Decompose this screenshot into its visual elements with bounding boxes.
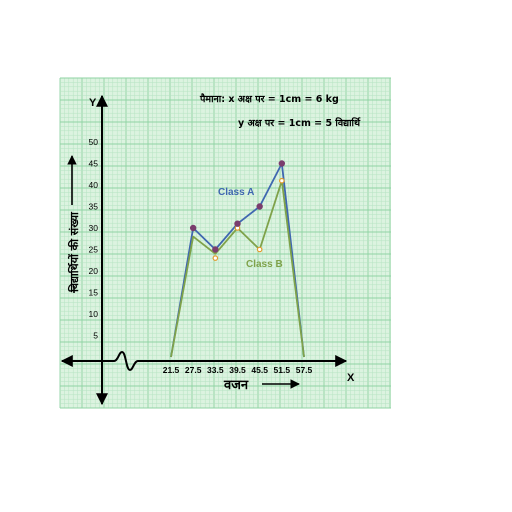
axes bbox=[60, 94, 348, 406]
y-axis-letter: Y bbox=[89, 97, 97, 109]
data-point-class-a bbox=[278, 160, 286, 167]
y-tick-label: 30 bbox=[89, 223, 99, 233]
y-tick-label: 15 bbox=[89, 288, 99, 298]
y-axis-label: विद्यार्थियों की संख्या bbox=[67, 211, 81, 293]
y-tick-label: 50 bbox=[89, 137, 99, 147]
data-point-class-a bbox=[212, 246, 219, 253]
x-axis-letter: X bbox=[347, 372, 355, 384]
x-tick-label: 27.5 bbox=[185, 365, 202, 375]
series-label-class-a: Class A bbox=[218, 187, 254, 198]
y-tick-label: 20 bbox=[89, 266, 99, 276]
data-point-class-b bbox=[212, 255, 219, 261]
data-point-class-b bbox=[279, 177, 285, 184]
data-point-class-a bbox=[234, 220, 241, 227]
scale-note-line-1: पैमाना: x अक्ष पर = 1cm = 6 kg bbox=[199, 93, 339, 105]
series-label-class-b: Class B bbox=[246, 259, 283, 270]
x-axis-label: वजन bbox=[223, 378, 249, 393]
x-tick-label: 57.5 bbox=[296, 365, 313, 375]
data-markers bbox=[189, 160, 286, 261]
data-point-class-a bbox=[189, 224, 197, 232]
y-tick-label: 10 bbox=[89, 309, 99, 319]
x-tick-label: 39.5 bbox=[229, 365, 246, 375]
x-tick-label: 45.5 bbox=[251, 365, 268, 375]
x-tick-label: 33.5 bbox=[207, 365, 224, 375]
x-axis-break bbox=[113, 350, 139, 372]
scale-note-line-2: y अक्ष पर = 1cm = 5 विद्यार्थि bbox=[238, 117, 362, 129]
x-tick-label: 51.5 bbox=[274, 365, 291, 375]
tick-labels: 21.5 27.5 33.5 39.5 45.5 51.5 57.5 5 10 15 20 25 30 3… bbox=[89, 137, 313, 375]
y-tick-label: 40 bbox=[89, 180, 99, 190]
y-tick-label: 35 bbox=[89, 202, 99, 212]
x-tick-label: 21.5 bbox=[163, 365, 180, 375]
data-point-class-b bbox=[256, 246, 263, 253]
y-tick-label: 25 bbox=[89, 245, 99, 255]
y-tick-label: 45 bbox=[89, 159, 99, 169]
y-tick-label: 5 bbox=[93, 331, 98, 341]
data-point-class-a bbox=[256, 203, 263, 210]
